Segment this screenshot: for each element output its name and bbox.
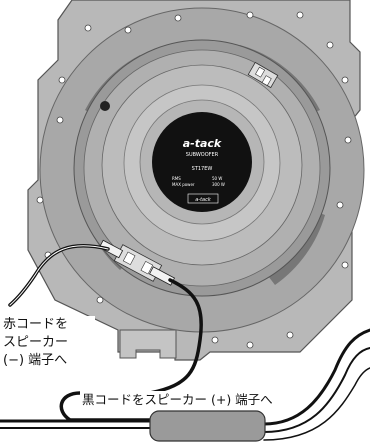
brand-logo: a-tack — [183, 137, 222, 150]
model-number: ST17EW — [192, 166, 213, 172]
screw-hole-icon — [36, 11, 352, 349]
product-line: SUBWOOFER — [186, 152, 219, 158]
badge — [187, 193, 219, 204]
red-cord-label-line: (−) 端子へ — [3, 353, 68, 368]
mount-tab — [119, 329, 177, 359]
spec-rms-value: 50 W — [212, 176, 222, 181]
harness-sleeve — [149, 410, 266, 442]
black-cord-label: 黒コードをスピーカー (+) 端子へ — [80, 391, 275, 409]
wiring-harness — [0, 328, 370, 441]
red-cord-label: 赤コードを スピーカー (−) 端子へ — [3, 316, 95, 370]
spec-rms-label: RMS — [172, 176, 181, 181]
vent-hole — [100, 101, 110, 111]
plug-connector-icon — [98, 239, 176, 286]
badge-logo: a-tack — [195, 197, 212, 203]
red-cord-label-line: スピーカー — [3, 335, 69, 350]
dust-cap — [152, 112, 252, 212]
spec-max-label: MAX power — [172, 182, 195, 187]
terminal-connector-icon — [247, 61, 279, 89]
red-cord-label-line: 赤コードを — [3, 317, 69, 332]
cable — [8, 244, 203, 422]
spec-max-value: 300 W — [212, 182, 225, 187]
